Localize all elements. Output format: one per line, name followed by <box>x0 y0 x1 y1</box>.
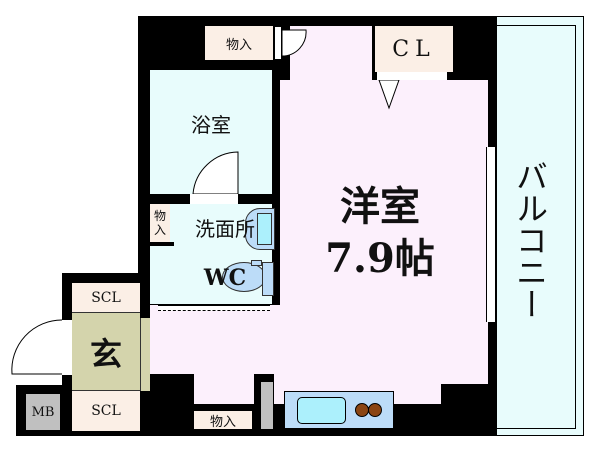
storage-side: 物 入 <box>150 204 170 242</box>
balcony-outer <box>496 16 584 436</box>
storage-bottom: 物入 <box>194 411 252 430</box>
closet-door[interactable] <box>377 72 447 80</box>
hall-bottom-left <box>194 374 254 404</box>
closet-door-icon <box>378 80 400 110</box>
toilet-tank-icon <box>262 262 274 296</box>
entrance-door-swing-icon[interactable] <box>10 318 64 380</box>
balcony-window[interactable] <box>486 147 496 322</box>
bathroom-door-swing-icon[interactable] <box>190 150 240 206</box>
toilet-label: WC <box>203 265 247 291</box>
meter-box: MB <box>26 394 60 430</box>
western-room-label: 洋室 <box>340 183 420 230</box>
shoe-closet-bottom: SCL <box>72 391 140 431</box>
stove-burner-icon <box>355 403 369 417</box>
western-room-area-lower <box>150 305 488 374</box>
bathroom-label: 浴室 <box>191 112 231 137</box>
refrigerator-space <box>261 382 273 429</box>
stove-burner-icon <box>368 403 382 417</box>
closet-cl: CL <box>375 26 453 72</box>
balcony-label: バルコニー <box>511 160 549 320</box>
hall-bottom-right <box>441 374 488 384</box>
storage-top: 物入 <box>205 26 273 60</box>
washroom-label: 洗面所 <box>195 216 255 241</box>
shoe-closet-top: SCL <box>72 283 140 312</box>
toilet-tank-top-icon <box>251 260 262 266</box>
kitchen-sink-icon <box>297 397 346 424</box>
washbasin-inner-icon <box>257 213 272 245</box>
balcony-inner <box>496 25 576 429</box>
entrance-area: 玄 <box>72 312 140 391</box>
entrance-step <box>140 318 150 391</box>
western-room-size: 7.9帖 <box>325 235 435 282</box>
storage-top-door-jamb <box>274 26 282 60</box>
washroom-wall-small <box>150 242 174 246</box>
entrance-door-opening <box>62 320 72 375</box>
washroom-sliding-door[interactable] <box>158 305 270 311</box>
storage-top-door-swing-icon[interactable] <box>282 26 308 60</box>
